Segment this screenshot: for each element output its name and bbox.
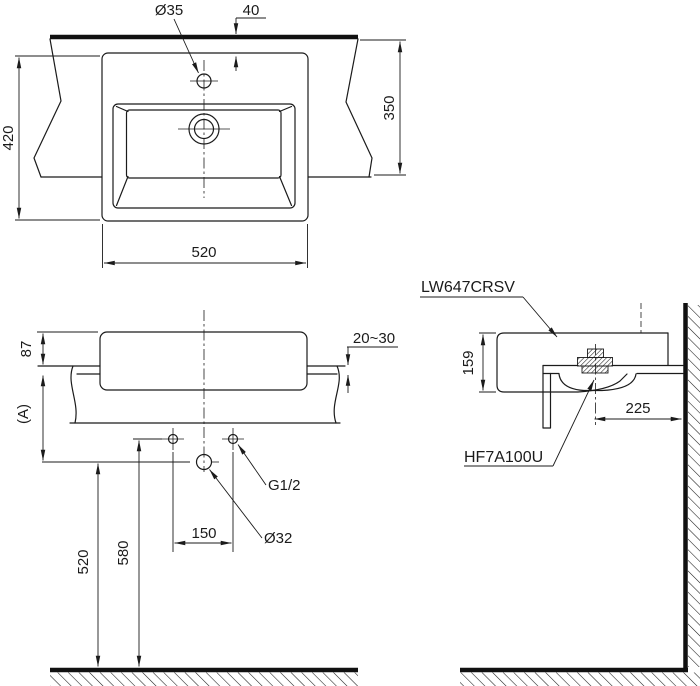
- label-supply-spec: G1/2: [268, 477, 301, 494]
- counter-break-right-front: [333, 365, 340, 424]
- drain-fitting-body: [581, 365, 609, 374]
- bowl-corner-chamfers: [115, 105, 293, 207]
- label-drain-spec: Ø32: [264, 530, 292, 547]
- counter-break-right: [345, 38, 373, 178]
- label-basin-model: LW647CRSV: [421, 279, 515, 296]
- leader-faucet-hole: [173, 18, 199, 74]
- dim-label-rim-height: 87: [18, 341, 35, 358]
- dim-label-basin-width: 520: [191, 244, 216, 261]
- dim-label-drain-height: 520: [75, 549, 92, 574]
- leader-supply-spec: [237, 444, 267, 486]
- dim-label-counter-depth: 350: [381, 95, 398, 120]
- drain-hole-front: [195, 453, 213, 471]
- leader-basin-model: [522, 296, 558, 338]
- floor-hatch-left: [50, 672, 358, 686]
- top-view: 420 350 520 40 Ø35: [0, 2, 406, 268]
- front-view: 87 (A) 20~30 150 520 580 G1/2 Ø32: [15, 310, 398, 686]
- side-view: 159 225 LW647CRSV HF7A100U: [420, 279, 700, 686]
- drain-fitting-flange: [577, 357, 613, 367]
- dim-label-rear-gap: 40: [243, 2, 260, 19]
- counter-break-left-front: [70, 365, 77, 424]
- leader-drain-fitting-model: [552, 379, 595, 467]
- leader-drain-spec: [209, 469, 263, 539]
- dim-label-basin-depth: 420: [0, 125, 17, 150]
- counter-break-left: [33, 38, 62, 178]
- basin-side-profile: [496, 332, 669, 393]
- wall-hatch: [688, 305, 700, 667]
- dim-label-counter-thickness: 20~30: [353, 330, 395, 347]
- dim-label-drain-wall-offset: 225: [625, 400, 650, 417]
- label-drain-fitting-model: HF7A100U: [464, 449, 543, 466]
- dim-label-basin-height: 159: [460, 350, 477, 375]
- dim-label-counter-to-outlets: (A): [15, 404, 32, 424]
- basin-outline: [101, 52, 309, 222]
- counter-apron: [542, 364, 552, 429]
- basin-front-outline: [99, 331, 308, 391]
- dim-label-supply-pitch: 150: [191, 525, 216, 542]
- dim-label-supply-height: 580: [115, 540, 132, 565]
- label-faucet-hole-dia: Ø35: [155, 2, 183, 19]
- floor-hatch-right: [460, 672, 700, 686]
